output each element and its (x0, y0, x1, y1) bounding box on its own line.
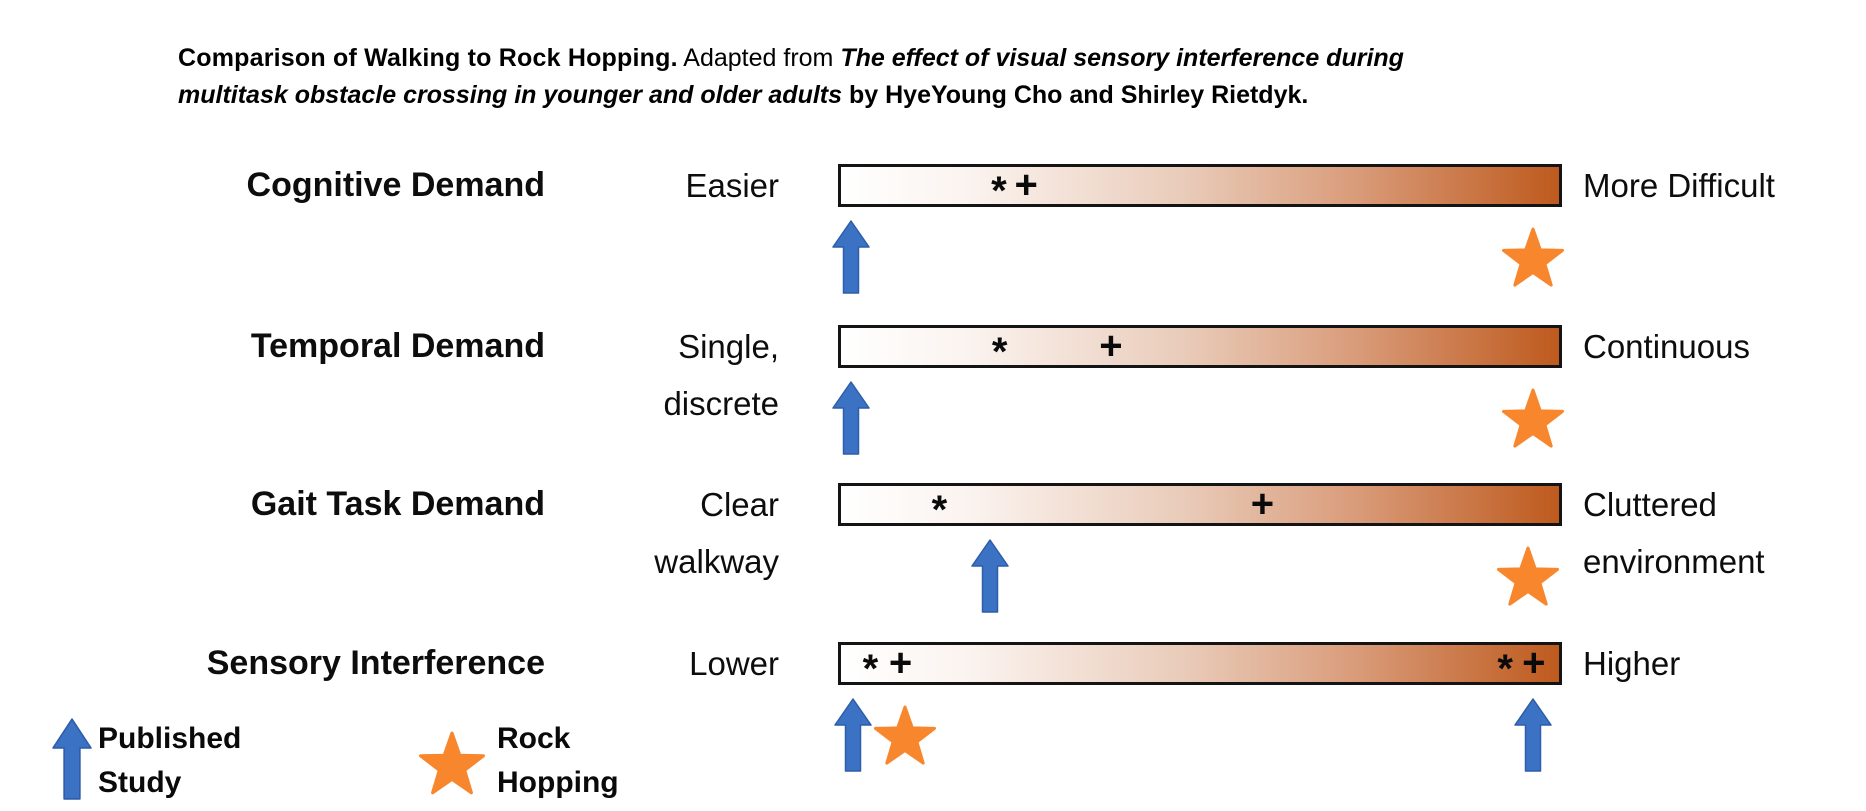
legend-published-study-label-line2: Study (98, 766, 182, 799)
gradient-bar: *+ (838, 481, 1562, 530)
scale-left-label-line: Single, (678, 327, 779, 365)
row-label: Temporal Demand (250, 327, 545, 365)
rock-hopping-star-icon (873, 705, 937, 774)
plus-marker: + (888, 640, 913, 685)
asterisk-marker: * (862, 646, 879, 691)
scale-left-label-line: Clear (700, 485, 779, 523)
row-label: Gait Task Demand (250, 485, 545, 523)
scale-right-label-line: Continuous (1583, 327, 1750, 365)
caption-source-title-line1: The effect of visual sensory interferenc… (840, 44, 1404, 72)
asterisk-marker: * (991, 168, 1007, 213)
published-study-arrow-icon (52, 718, 92, 805)
published-study-arrow-icon (1514, 698, 1552, 777)
plus-marker: + (1522, 640, 1546, 685)
asterisk-marker: * (991, 329, 1008, 374)
scale-left-label-line: discrete (663, 384, 779, 422)
scale-left-label-line: walkway (654, 542, 779, 580)
scale-right-label-line: More Difficult (1583, 166, 1775, 204)
plus-marker: + (1014, 162, 1038, 207)
legend-published-study-label-line1: Published (98, 722, 242, 755)
caption-adapted-from: Adapted from (683, 44, 834, 72)
asterisk-marker: * (1497, 646, 1513, 691)
scale-right-label-line: Higher (1583, 644, 1681, 682)
caption-heading: Comparison of Walking to Rock Hopping. (178, 44, 678, 72)
gradient-bar: *+ (838, 162, 1562, 211)
figure-caption: Comparison of Walking to Rock Hopping. A… (178, 40, 1404, 114)
rock-hopping-star-icon (1501, 388, 1565, 457)
published-study-arrow-icon (834, 698, 872, 777)
row-label: Cognitive Demand (246, 166, 545, 204)
caption-authors: by HyeYoung Cho and Shirley Rietdyk. (848, 81, 1309, 109)
rock-hopping-star-icon (1496, 546, 1560, 615)
row-label: Sensory Interference (206, 644, 545, 682)
legend-rock-hopping-label-line2: Hopping (497, 766, 619, 799)
gradient-bar: *+*+ (838, 640, 1562, 689)
scale-right-label-line: Cluttered (1583, 485, 1717, 523)
asterisk-marker: * (931, 487, 948, 532)
rock-hopping-star-icon (418, 731, 486, 804)
plus-marker: + (1099, 323, 1123, 368)
plus-marker: + (1250, 481, 1275, 526)
published-study-arrow-icon (832, 381, 870, 460)
rock-hopping-star-icon (1501, 227, 1565, 296)
published-study-arrow-icon (832, 220, 870, 299)
scale-right-label-line: environment (1583, 542, 1765, 580)
published-study-arrow-icon (971, 539, 1009, 618)
caption-source-title-line2: multitask obstacle crossing in younger a… (178, 81, 843, 109)
legend-rock-hopping-label-line1: Rock (497, 722, 571, 755)
scale-left-label-line: Easier (685, 166, 779, 204)
gradient-bar: *+ (838, 323, 1562, 372)
scale-left-label-line: Lower (689, 644, 779, 682)
